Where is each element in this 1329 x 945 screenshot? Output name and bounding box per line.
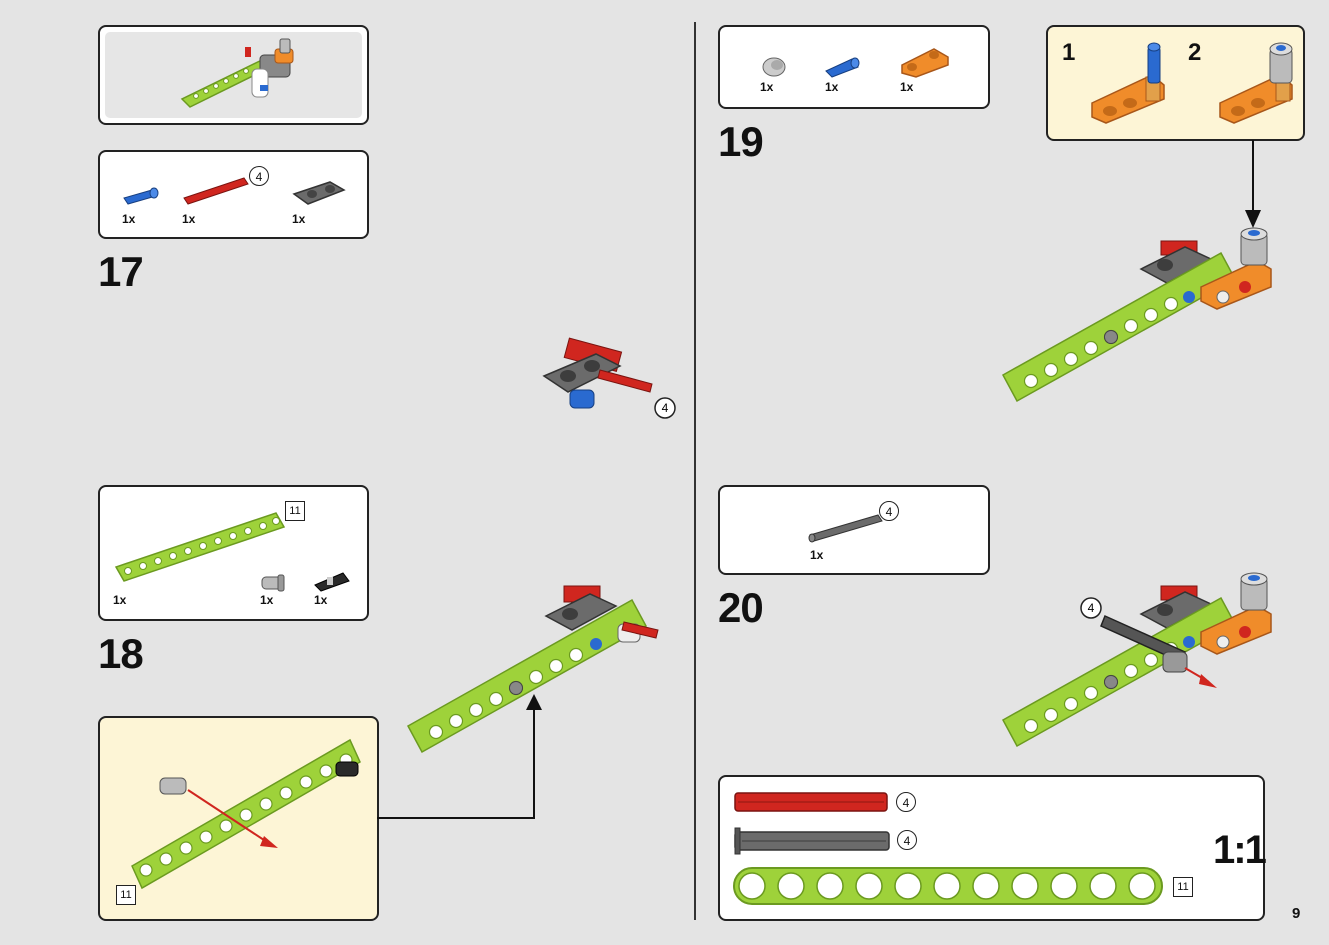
gray-axle-part bbox=[808, 514, 883, 543]
scale-lime-beam bbox=[733, 867, 1163, 905]
step-18-parts-list: 1x 11 1x 1x bbox=[98, 485, 369, 621]
step-19-assembly bbox=[1001, 227, 1272, 403]
subassembly-beam-image bbox=[131, 738, 361, 890]
assembly-axle-length-badge: 4 bbox=[662, 401, 669, 415]
bush-quantity: 1x bbox=[260, 593, 274, 607]
page-number: 9 bbox=[1292, 905, 1301, 922]
red-axle-part bbox=[183, 177, 249, 205]
step-19-parts-list: 1x 1x 1x bbox=[718, 25, 990, 109]
subassembly-beam-length-badge: 11 bbox=[116, 885, 136, 905]
substep-1-image bbox=[1091, 42, 1165, 124]
orange-connector-part bbox=[901, 48, 949, 78]
substep-2-number: 2 bbox=[1188, 39, 1202, 66]
orange-connector-quantity: 1x bbox=[900, 80, 914, 94]
substep-2-image bbox=[1219, 42, 1293, 124]
assembly-axle-length-badge: 4 bbox=[1088, 601, 1095, 615]
blue-pin-part bbox=[123, 187, 159, 205]
scale-reference-box: 4 4 11 1:1 bbox=[718, 775, 1267, 921]
scale-gray-axle-length: 4 bbox=[897, 830, 917, 850]
previous-assembly-preview bbox=[98, 25, 369, 125]
black-pin-part bbox=[314, 572, 350, 592]
gray-bush-quantity: 1x bbox=[760, 80, 774, 94]
scale-beam-length: 11 bbox=[1173, 877, 1193, 897]
step-number-20: 20 bbox=[718, 584, 764, 631]
step-number-19: 19 bbox=[718, 118, 764, 165]
beam-length-badge: 11 bbox=[285, 501, 305, 521]
scale-red-axle-length: 4 bbox=[896, 792, 916, 812]
red-axle-quantity: 1x bbox=[182, 212, 196, 226]
gray-connector-part bbox=[292, 181, 346, 205]
black-pin-quantity: 1x bbox=[314, 593, 328, 607]
step-18-assembly bbox=[406, 585, 659, 754]
scale-label: 1:1 bbox=[1213, 828, 1267, 872]
step-20-assembly: 4 bbox=[1001, 572, 1272, 748]
step-number-17: 17 bbox=[98, 248, 144, 295]
preview-assembly-image bbox=[180, 38, 294, 108]
step-19-substeps: 1 2 bbox=[1046, 25, 1305, 141]
step-17-parts-list: 1x 1x 4 1x bbox=[98, 150, 369, 239]
lime-beam-part bbox=[114, 512, 286, 582]
scale-red-axle bbox=[734, 792, 888, 812]
step-20-parts-list: 1x 4 bbox=[718, 485, 990, 575]
scale-gray-axle bbox=[734, 827, 890, 855]
gray-connector-quantity: 1x bbox=[292, 212, 306, 226]
substep-attach-arrow bbox=[1245, 140, 1261, 228]
step-17-assembly: 4 bbox=[542, 337, 676, 419]
axle-length-badge: 4 bbox=[249, 166, 269, 186]
step-18-subassembly: 11 bbox=[98, 716, 379, 921]
column-divider bbox=[694, 22, 696, 920]
step-number-18: 18 bbox=[98, 630, 144, 677]
blue-pin-quantity: 1x bbox=[825, 80, 839, 94]
gray-bush-part bbox=[261, 574, 285, 592]
subassembly-attach-arrow bbox=[377, 694, 542, 819]
gray-axle-quantity: 1x bbox=[810, 548, 824, 562]
beam-quantity: 1x bbox=[113, 593, 127, 607]
axle-length-badge: 4 bbox=[879, 501, 899, 521]
substep-1-number: 1 bbox=[1062, 39, 1076, 66]
blue-pin-part bbox=[825, 57, 860, 78]
gray-bush-part bbox=[762, 57, 786, 77]
blue-pin-quantity: 1x bbox=[122, 212, 136, 226]
